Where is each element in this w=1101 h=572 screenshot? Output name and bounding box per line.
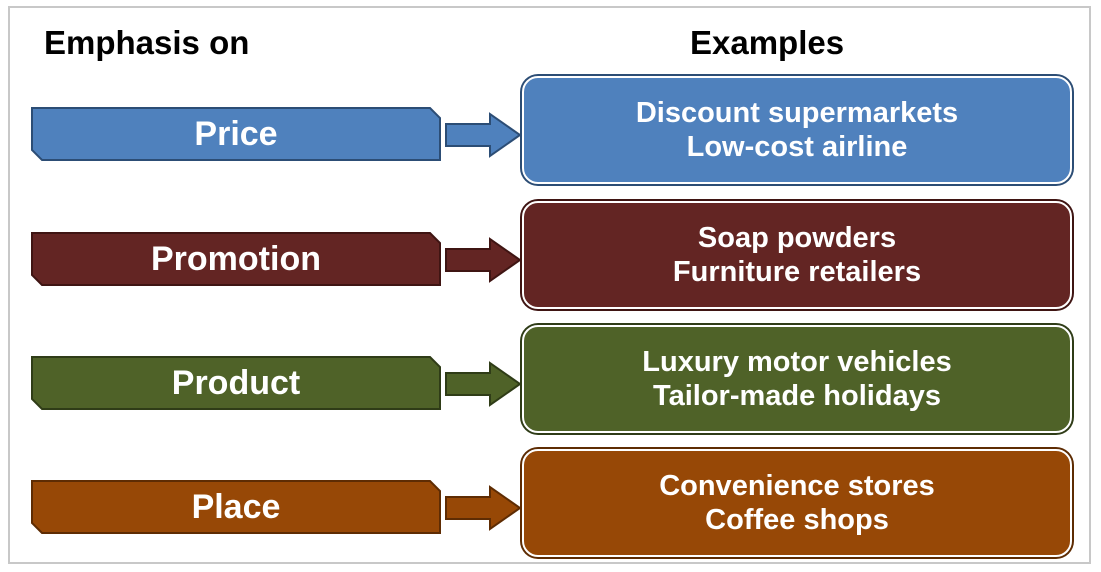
label-promotion: Promotion <box>151 240 321 278</box>
label-price: Price <box>194 115 278 153</box>
example-line: Low-cost airline <box>686 131 908 163</box>
example-line: Soap powders <box>697 222 897 254</box>
label-shape <box>31 107 441 161</box>
example-line: Luxury motor vehicles <box>642 346 952 378</box>
header-examples: Examples <box>690 24 845 61</box>
label-place: Place <box>191 488 281 526</box>
example-line: Furniture retailers <box>672 256 922 288</box>
example-line: Discount supermarkets <box>635 97 959 129</box>
right-arrow-icon <box>445 361 522 407</box>
row-product: Product Luxury motor vehicles Tailor-mad… <box>0 325 1101 437</box>
examples-box-place: Convenience stores Coffee shops <box>522 449 1072 557</box>
right-arrow-icon <box>445 237 522 283</box>
label-shape <box>31 232 441 286</box>
row-place: Place Convenience stores Coffee shops <box>0 449 1101 561</box>
example-line: Convenience stores <box>659 470 935 502</box>
examples-box-price: Discount supermarkets Low-cost airline <box>522 76 1072 184</box>
examples-box-promotion: Soap powders Furniture retailers <box>522 201 1072 309</box>
header-emphasis-on: Emphasis on <box>44 24 250 61</box>
label-shape <box>31 480 441 534</box>
example-line: Coffee shops <box>705 504 889 536</box>
examples-box-product: Luxury motor vehicles Tailor-made holida… <box>522 325 1072 433</box>
row-promotion: Promotion Soap powders Furniture retaile… <box>0 201 1101 313</box>
row-price: Price Discount supermarkets Low-cost air… <box>0 76 1101 188</box>
example-line: Tailor-made holidays <box>653 380 941 412</box>
right-arrow-icon <box>445 112 522 158</box>
right-arrow-icon <box>445 485 522 531</box>
label-shape <box>31 356 441 410</box>
label-product: Product <box>171 364 301 402</box>
